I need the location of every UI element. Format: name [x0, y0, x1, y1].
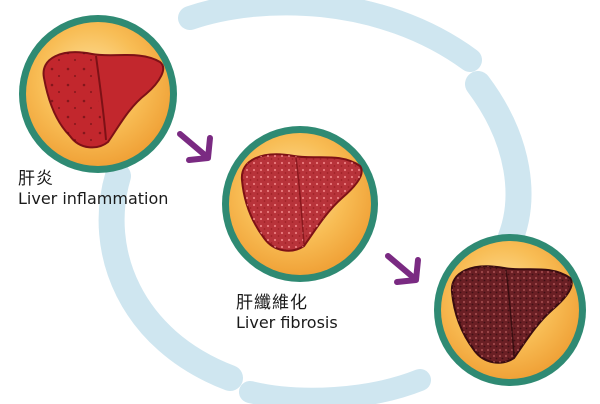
- stage-1-caption: 肝炎 Liver inflammation: [18, 170, 168, 208]
- stage-2-caption: 肝纖維化 Liver fibrosis: [236, 294, 338, 332]
- stage-1-label-en: Liver inflammation: [18, 190, 168, 208]
- stage-2-label-zh: 肝纖維化: [236, 294, 338, 314]
- stage-3-circle: [434, 234, 586, 386]
- stage-1-label-zh: 肝炎: [18, 170, 168, 190]
- arrow-down-right-icon: [388, 256, 418, 282]
- stage-2-circle: [222, 126, 378, 282]
- stage-1-circle: [19, 15, 177, 173]
- stage-2-label-en: Liver fibrosis: [236, 314, 338, 332]
- arrow-down-right-icon: [180, 134, 210, 160]
